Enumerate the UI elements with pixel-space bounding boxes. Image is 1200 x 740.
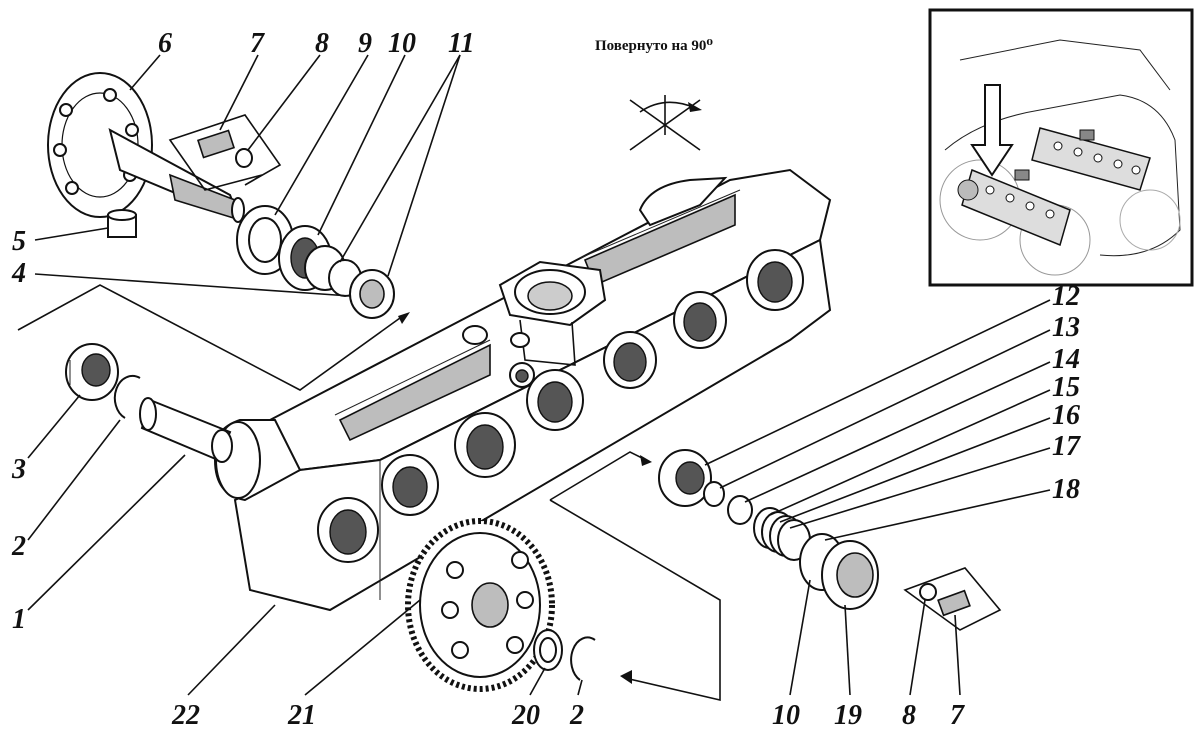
label-22: 22 [171,700,200,731]
label-5: 5 [12,226,26,257]
label-11: 11 [448,28,474,59]
inset-tractor-view [928,8,1194,287]
bearing-12 [658,449,712,507]
circlip-2-left [113,374,141,419]
bearing-3 [65,343,119,401]
housing-22 [213,168,832,612]
label-14: 14 [1052,344,1080,375]
bolt-5 [107,209,137,238]
label-4: 4 [11,258,26,289]
nut-14 [727,495,753,525]
label-12: 12 [1052,281,1080,312]
label-7-bottom: 7 [950,700,965,731]
label-17: 17 [1052,431,1081,462]
bracket-right-lower [549,499,721,702]
label-6: 6 [158,28,172,59]
label-16: 16 [1052,400,1080,431]
circlip-2-right [570,636,596,681]
inset-upper-housing [1031,127,1151,191]
rotation-caption: Повернуто на 90⁰ [595,38,713,54]
label-15: 15 [1052,372,1080,403]
label-8-bottom: 8 [902,700,916,731]
axle-shaft-6 [47,72,245,223]
label-8-top: 8 [315,28,329,59]
cover-19 [821,540,879,610]
label-1: 1 [12,604,26,635]
sleeve-1 [139,397,233,463]
bolt-7-washer-8-group-right [903,567,1002,631]
label-13: 13 [1052,312,1080,343]
leader-lines [27,54,1051,696]
shims-15-17 [753,507,811,561]
label-2-right: 2 [569,700,584,731]
label-3: 3 [11,454,26,485]
label-2-left: 2 [11,531,26,562]
label-18: 18 [1052,474,1080,505]
label-20: 20 [511,700,540,731]
rotation-symbol-icon [629,95,702,151]
inset-lower-housing [957,168,1071,247]
bolt-7-washer-8-group [168,114,282,191]
bracket-4 [17,284,401,391]
label-7-top: 7 [250,28,265,59]
label-21: 21 [287,700,316,731]
label-10-bottom: 10 [772,700,800,731]
housing-bores [317,249,804,563]
label-10-top: 10 [388,28,416,59]
lock-washer-13 [703,481,725,507]
washer-20 [533,629,563,671]
seals-11 [304,245,395,319]
label-19: 19 [834,700,862,731]
label-9: 9 [358,28,372,59]
housing-top-flange [498,260,607,366]
gear-21 [405,518,555,692]
inset-pointer-arrow-icon [970,84,1014,177]
